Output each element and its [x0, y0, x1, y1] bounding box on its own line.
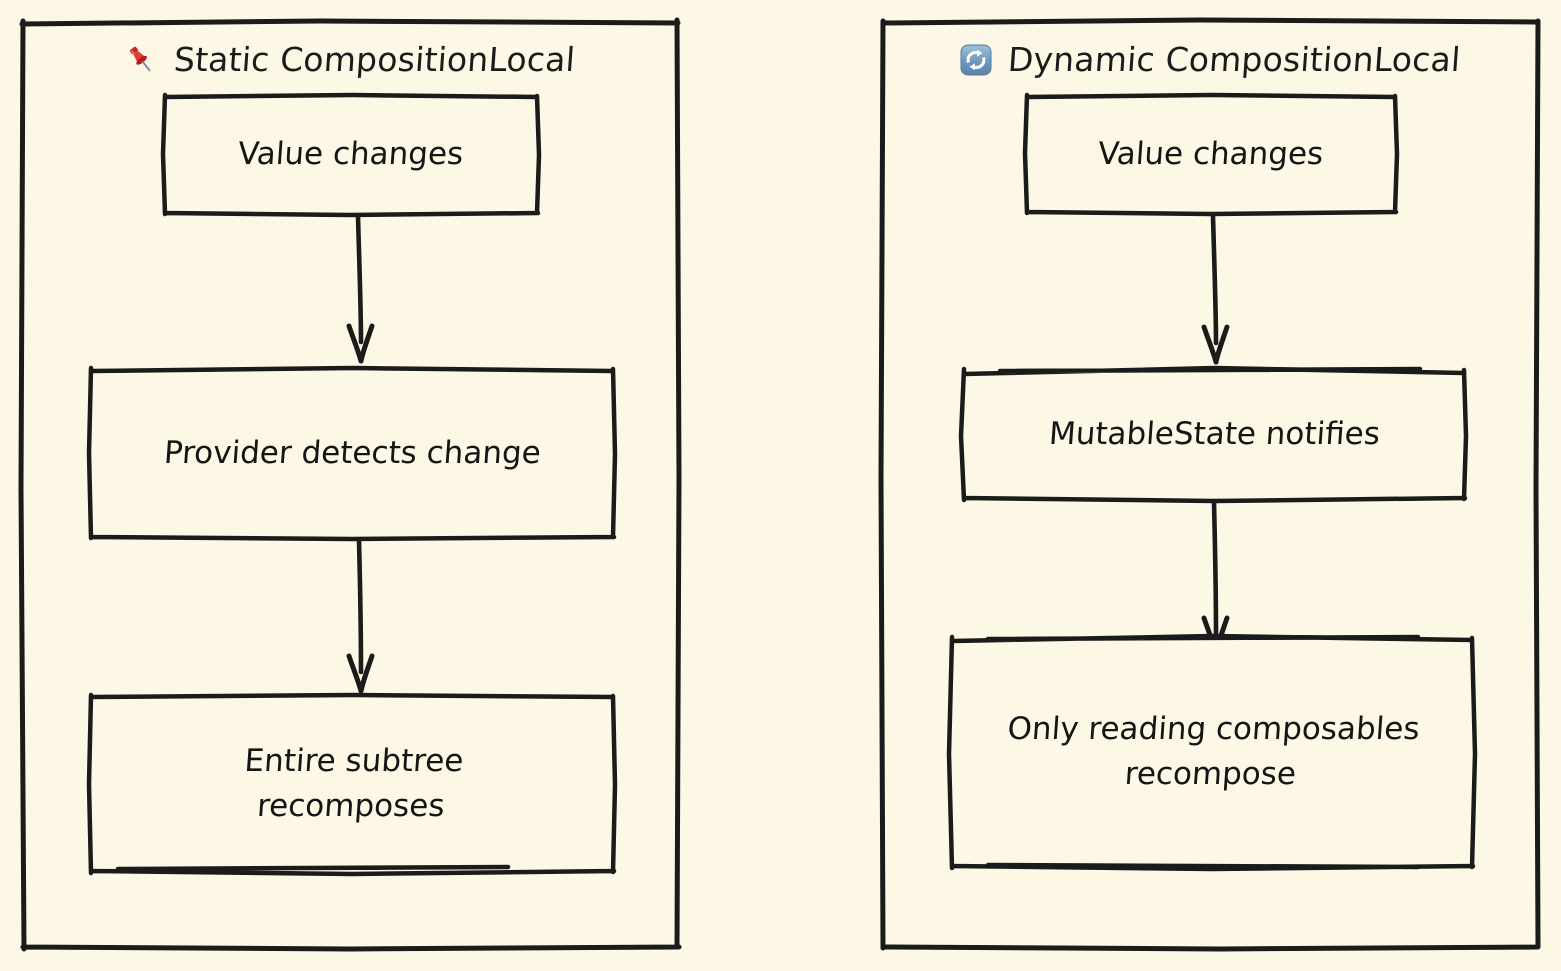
node-label-line-2: recomposes: [255, 788, 446, 824]
node-label: MutableState notifies: [1047, 415, 1381, 452]
panel-dynamic-compositionlocal: Dynamic CompositionLocal Value changes M…: [878, 17, 1541, 952]
node-label: Value changes: [237, 136, 465, 173]
node-label: Only reading composables recompose: [989, 707, 1435, 797]
pushpin-icon: [124, 43, 158, 77]
node-provider-detects-change: Provider detects change: [86, 365, 618, 542]
node-value-changes-dynamic: Value changes: [1022, 92, 1400, 217]
node-label: Entire subtree recomposes: [225, 739, 478, 829]
panel-dynamic-title-row: Dynamic CompositionLocal: [880, 40, 1540, 79]
node-entire-subtree-recomposes: Entire subtree recomposes: [86, 692, 618, 877]
node-label-line-1: Entire subtree: [242, 743, 465, 780]
arrow-static-2: [346, 537, 375, 694]
node-label: Provider detects change: [162, 434, 542, 471]
arrow-static-1: [346, 213, 375, 364]
node-label-line-2: recompose: [1123, 756, 1298, 792]
panel-static-title-row: Static CompositionLocal: [20, 40, 680, 79]
node-value-changes-static: Value changes: [160, 92, 542, 218]
node-label: Value changes: [1097, 135, 1325, 172]
arrow-dynamic-1: [1201, 213, 1230, 365]
sync-icon: [960, 44, 992, 76]
node-label-line-1: Only reading composables: [1006, 711, 1421, 748]
panel-static-compositionlocal: Static CompositionLocal Value changes Pr…: [18, 17, 682, 952]
node-only-reading-composables-recompose: Only reading composables recompose: [946, 633, 1478, 872]
panel-static-title: Static CompositionLocal: [173, 40, 577, 79]
panel-dynamic-title: Dynamic CompositionLocal: [1006, 40, 1462, 79]
node-mutablestate-notifies: MutableState notifies: [958, 365, 1469, 504]
